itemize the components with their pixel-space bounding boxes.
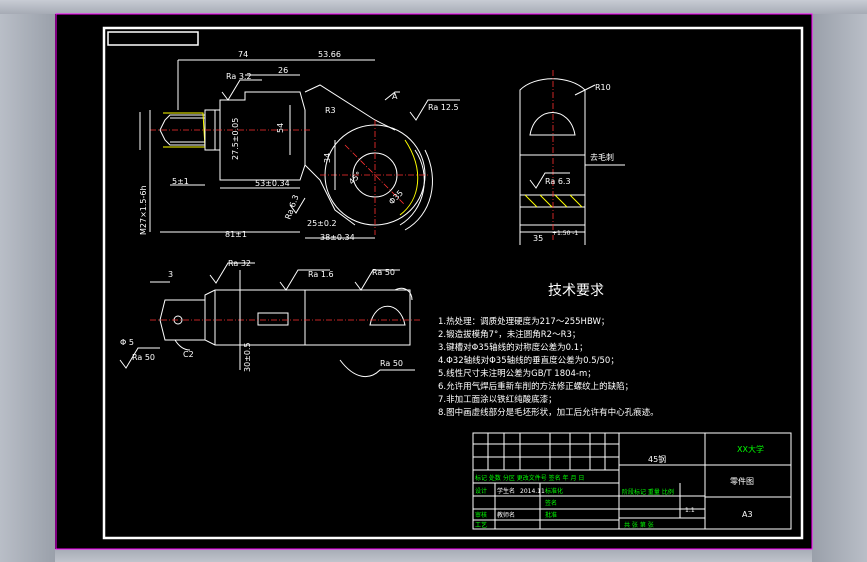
dim-26: 26: [278, 66, 288, 75]
radius-r10: R10: [595, 83, 611, 92]
dim-3: 3: [168, 270, 173, 279]
drawing-frame: [102, 26, 804, 540]
note-deburr: 去毛刺: [590, 152, 614, 162]
tb-craft: 工艺: [475, 521, 487, 529]
tb-sheet: 共 张 第 张: [624, 521, 654, 529]
roughness-ra50a: Ra 50: [372, 268, 395, 277]
notes-title: 技术要求: [548, 283, 604, 299]
dim-5: 5±1: [172, 177, 189, 186]
chamfer-c2: C2: [183, 350, 194, 359]
bottom-view: [119, 262, 420, 378]
dim-54: 54: [276, 123, 285, 133]
tb-size: A3: [742, 510, 753, 519]
note-item: 2.锻造拔模角7°，未注圆角R2～R3；: [438, 330, 581, 340]
tb-company: XX大学: [737, 444, 764, 454]
tb-header-row: 标记 处数 分区 更改文件号 签名 年 月 日: [475, 474, 584, 482]
dim-45: 45°: [347, 170, 363, 186]
roughness-ra63b: Ra 6.3: [545, 177, 571, 186]
note-item: 1.热处理：调质处理硬度为217～255HBW；: [438, 317, 610, 327]
dim-34: 34: [323, 153, 332, 163]
dim-35-tol: +1.50 -1: [552, 230, 578, 237]
title-block: [472, 432, 792, 530]
dim-38: 38±0.34: [320, 233, 355, 242]
roughness-ra50b: Ra 50: [132, 353, 155, 362]
radius-r3: R3: [325, 106, 336, 115]
tb-design: 设计: [475, 487, 487, 495]
dim-275: 27.5±0.05: [231, 118, 240, 160]
tb-stage-row: 阶段标记 重量 比例: [622, 488, 674, 496]
thread-m27: M27×1.5-6h: [139, 185, 148, 235]
viewport-border: [55, 13, 813, 550]
dim-81: 81±1: [225, 230, 247, 239]
note-item: 8.图中画虚线部分是毛坯形状，加工后允许有中心孔痕迹。: [438, 408, 659, 418]
tb-drawing-name: 零件图: [730, 476, 754, 486]
tb-std: 标准化: [545, 487, 563, 495]
roughness-ra32: Ra 3.2: [226, 72, 252, 81]
notes-list: 1.热处理：调质处理硬度为217～255HBW； 2.锻造拔模角7°，未注圆角R2…: [438, 316, 788, 420]
note-item: 6.允许用气焊后重新车削的方法修正螺纹上的缺陷；: [438, 382, 634, 392]
tb-sign: 签名: [545, 499, 557, 507]
note-item: 3.键槽对Φ35轴线的对称度公差为0.1；: [438, 343, 588, 353]
note-item: 4.Φ32轴线对Φ35轴线的垂直度公差为0.5/50；: [438, 356, 619, 366]
right-chrome: [812, 14, 867, 562]
tb-approve: 批准: [545, 511, 557, 519]
technical-notes: 技术要求 1.热处理：调质处理硬度为217～255HBW； 2.锻造拔模角7°，未…: [438, 280, 788, 420]
label-a: A: [392, 92, 398, 101]
dim-5366: 53.66: [318, 50, 341, 59]
dia-phi5: Φ 5: [120, 338, 134, 347]
tb-review-name: 教师名: [497, 511, 515, 519]
dim-35: 35: [533, 234, 543, 243]
tb-design-name: 学生名: [497, 487, 515, 495]
tb-material: 45钢: [648, 454, 666, 464]
frame-label-box: [107, 31, 199, 46]
note-item: 5.线性尺寸未注明公差为GB/T 1804-m；: [438, 369, 596, 379]
tb-review: 审核: [475, 511, 487, 519]
top-chrome: [0, 0, 867, 14]
roughness-ra125: Ra 12.5: [428, 103, 459, 112]
roughness-ra50c: Ra 50: [380, 359, 403, 368]
side-view: [519, 70, 625, 245]
dim-30: 30±0.5: [243, 342, 252, 372]
bottom-chrome: [55, 549, 812, 562]
roughness-ra32b: Ra 32: [228, 259, 251, 268]
dim-74: 74: [238, 50, 248, 59]
dim-25: 25±0.2: [307, 219, 337, 228]
roughness-ra63a: Ra 6.3: [283, 194, 300, 221]
note-item: 7.非加工面涂以铁红纯酸底漆；: [438, 395, 557, 405]
tb-scale: 1:1: [685, 507, 695, 514]
front-view: [139, 59, 460, 239]
tb-date-code: 2014.11: [520, 488, 545, 495]
roughness-ra16: Ra 1.6: [308, 270, 334, 279]
left-chrome: [0, 14, 55, 562]
dim-53: 53±0.34: [255, 179, 290, 188]
